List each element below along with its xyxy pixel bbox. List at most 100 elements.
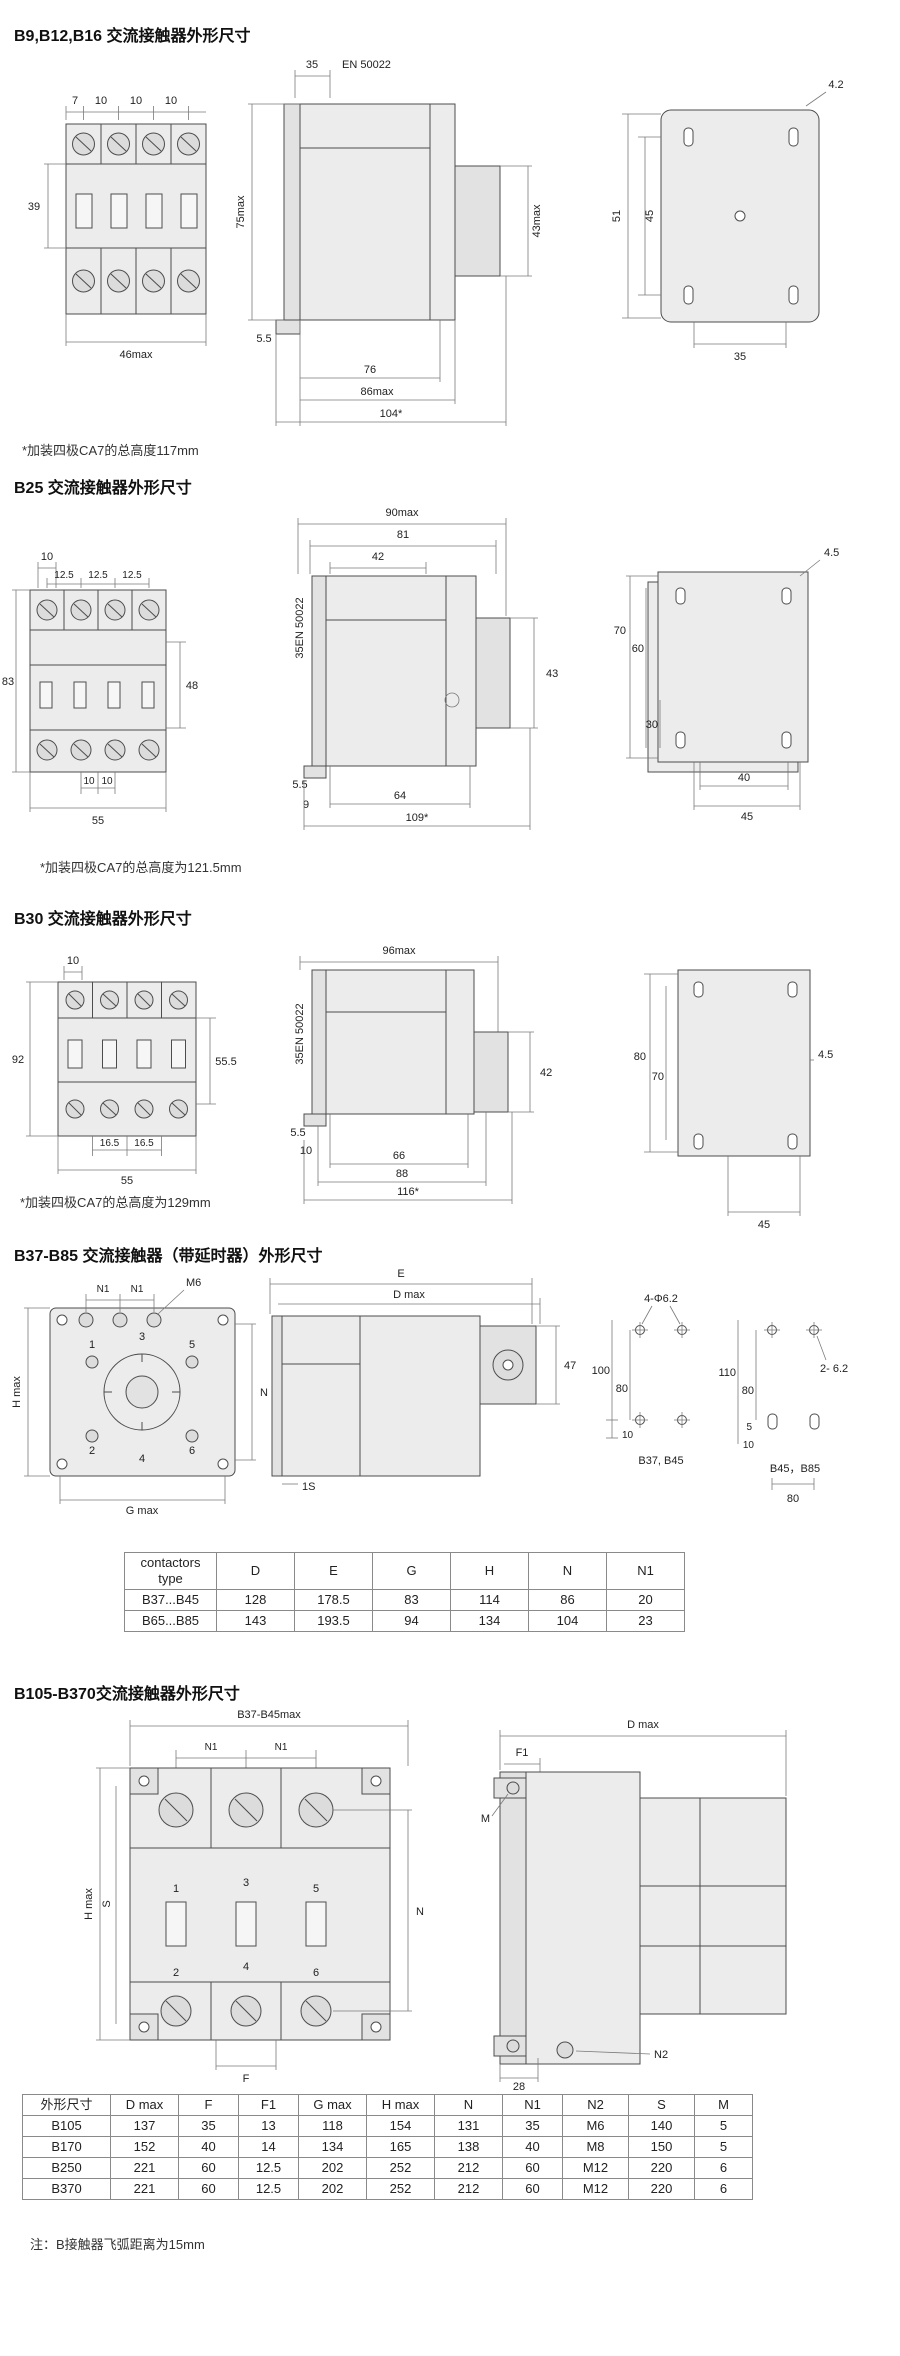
dim-label: D max (627, 1719, 659, 1731)
cell: 104 (528, 1610, 607, 1632)
s3-side-view: 96max 35EN 50022 5.5 10 66 88 116* 42 (290, 945, 552, 1204)
dim-label: G max (126, 1505, 159, 1517)
dim-label: N1 (97, 1284, 110, 1295)
s2-mounting-view: 4.5 70 60 30 40 45 (614, 547, 840, 823)
footnote-arc-distance: 注：B接触器飞弧距离为15mm (30, 2237, 205, 2252)
cell: 23 (606, 1610, 685, 1632)
dim-label: 12.5 (88, 570, 108, 581)
section-title-b105-b370: B105-B370交流接触器外形尺寸 (14, 1686, 240, 1703)
cell: 60 (178, 2157, 239, 2179)
cell: 134 (298, 2136, 367, 2158)
dim-label: 5 (746, 1422, 752, 1433)
dim-label: 4.2 (828, 79, 843, 91)
cell: B105 (22, 2115, 111, 2137)
cell: 5 (694, 2115, 753, 2137)
cell: 6 (694, 2157, 753, 2179)
dim-label: 55.5 (215, 1056, 236, 1068)
table-row: B370 221 60 12.5 202 252 212 60 M12 220 … (22, 2178, 753, 2200)
dim-label: 35 (306, 59, 318, 71)
dim-label: 75max (235, 195, 247, 229)
header-cell: F (178, 2094, 239, 2116)
dim-label: 76 (364, 364, 376, 376)
dim-label: M (481, 1813, 490, 1825)
header-cell: M (694, 2094, 753, 2116)
dim-label: 40 (738, 772, 750, 784)
cell: M6 (562, 2115, 629, 2137)
dim-label: 47 (564, 1360, 576, 1372)
s1-side-view: 35 EN 50022 75max 5.5 76 86max 104* (235, 59, 543, 426)
header-cell: G (372, 1552, 451, 1590)
dim-label: N2 (654, 2049, 668, 2061)
s4-mounting-pattern-b37-b45: 4-Φ6.2 100 80 10 B37, B45 (592, 1293, 690, 1467)
header-cell: E (294, 1552, 373, 1590)
dim-label: 80 (616, 1383, 628, 1395)
cell: 128 (216, 1589, 295, 1611)
table-header-row: 外形尺寸 D max F F1 G max H max N N1 N2 S M (22, 2094, 753, 2116)
dim-label: 48 (186, 680, 198, 692)
cell: 221 (110, 2178, 179, 2200)
terminal-label: 6 (313, 1967, 319, 1979)
dim-label: 10 (300, 1145, 312, 1157)
cell: 150 (628, 2136, 695, 2158)
dim-label: 10 (165, 95, 177, 107)
cell: 202 (298, 2178, 367, 2200)
b105-b370-dimension-drawing: B37-B45max N1 N1 1 3 5 2 4 6 (83, 1709, 787, 2093)
note-b25: *加装四极CA7的总高度为121.5mm (40, 860, 242, 875)
cell: 134 (450, 1610, 529, 1632)
terminal-label: 2 (89, 1445, 95, 1457)
b37-b85-dimension-drawing: 1 3 5 2 4 6 N1 N1 M6 H max N G max E (11, 1268, 848, 1517)
terminal-label: 1 (173, 1883, 179, 1895)
header-cell: N1 (606, 1552, 685, 1590)
header-cell: G max (298, 2094, 367, 2116)
cell: 252 (366, 2178, 435, 2200)
dim-label: 66 (393, 1150, 405, 1162)
s4-front-view: 1 3 5 2 4 6 N1 N1 M6 H max N G max (11, 1277, 268, 1517)
table-row: B170 152 40 14 134 165 138 40 M8 150 5 (22, 2136, 753, 2158)
dim-label: E (397, 1268, 404, 1280)
dim-label: 39 (28, 201, 40, 213)
header-cell: H (450, 1552, 529, 1590)
cell: 40 (502, 2136, 563, 2158)
s1-front-view: 7 10 10 10 39 46max (28, 95, 207, 361)
dim-label: 30 (646, 719, 658, 731)
cell: 20 (606, 1589, 685, 1611)
dim-label: 4.5 (824, 547, 839, 559)
table-row: B37...B45 128 178.5 83 114 86 20 (124, 1589, 685, 1611)
dim-label: 64 (394, 790, 406, 802)
dim-label: 81 (397, 529, 409, 541)
cell: B250 (22, 2157, 111, 2179)
s5-front-view: B37-B45max N1 N1 1 3 5 2 4 6 (83, 1709, 424, 2085)
dim-label: 45 (758, 1219, 770, 1231)
cell: 86 (528, 1589, 607, 1611)
dim-label: 10 (83, 776, 95, 787)
dim-label: 88 (396, 1168, 408, 1180)
dim-label: 104* (380, 408, 403, 420)
cell: 13 (238, 2115, 299, 2137)
terminal-label: 3 (139, 1331, 145, 1343)
cell: 212 (434, 2178, 503, 2200)
dim-label: 28 (513, 2081, 525, 2093)
cell: 60 (502, 2157, 563, 2179)
cell: 178.5 (294, 1589, 373, 1611)
cell: 165 (366, 2136, 435, 2158)
section-title-b37-b85: B37-B85 交流接触器（带延时器）外形尺寸 (14, 1248, 323, 1265)
section-title-b25: B25 交流接触器外形尺寸 (14, 480, 192, 497)
dim-label: 5.5 (256, 333, 271, 345)
cell: B170 (22, 2136, 111, 2158)
caption: B45，B85 (770, 1463, 820, 1475)
dim-label: 16.5 (134, 1138, 154, 1149)
cell: M8 (562, 2136, 629, 2158)
dim-label: B37-B45max (237, 1709, 301, 1721)
dim-label: N (260, 1387, 268, 1399)
cell: 12.5 (238, 2157, 299, 2179)
dim-label: 10 (95, 95, 107, 107)
b25-dimension-drawing: 10 12.5 12.5 12.5 83 48 10 10 55 90max 8… (2, 507, 840, 830)
terminal-label: 4 (139, 1453, 145, 1465)
dim-label: 70 (652, 1071, 664, 1083)
dim-label: 1S (302, 1481, 315, 1493)
dim-label: N1 (275, 1742, 288, 1753)
caption: B37, B45 (638, 1455, 683, 1467)
dim-label: 42 (540, 1067, 552, 1079)
s1-mounting-view: 4.2 51 45 35 (611, 79, 844, 363)
